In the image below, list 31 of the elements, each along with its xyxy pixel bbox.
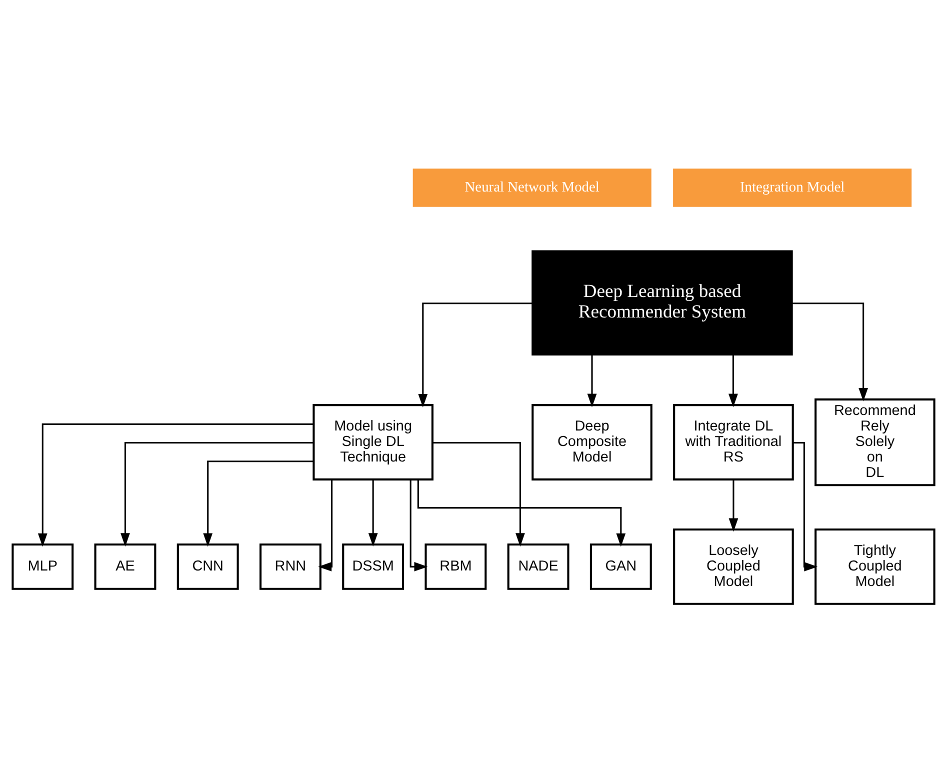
arrow: [432, 442, 525, 546]
node-box: RNN: [259, 542, 322, 590]
node-box: Integration Model: [673, 168, 912, 206]
arrow: [203, 460, 314, 546]
node-box: Tightly Coupled Model: [814, 528, 936, 604]
arrow: [418, 302, 532, 407]
node-box: DSSM: [342, 542, 404, 590]
arrow: [417, 479, 626, 546]
node-box: Neural Network Model: [412, 168, 652, 206]
node-box: Deep Learning based Recommender System: [532, 250, 793, 356]
arrow: [792, 302, 868, 401]
arrow: [793, 442, 818, 571]
node-box: NADE: [507, 542, 570, 590]
node-box: Integrate DL with Traditional RS: [673, 404, 794, 480]
node-box: RBM: [424, 542, 487, 590]
node-box: CNN: [176, 542, 239, 590]
arrow: [318, 479, 333, 571]
arrow: [728, 479, 738, 532]
arrow: [410, 479, 428, 571]
node-box: Recommend Rely Solely on DL: [814, 398, 936, 486]
arrow: [120, 442, 314, 546]
arrow: [728, 354, 738, 407]
arrow: [587, 354, 597, 407]
arrow: [368, 479, 378, 546]
node-box: Deep Composite Model: [532, 404, 652, 480]
arrow: [38, 422, 314, 546]
node-box: AE: [94, 542, 156, 590]
node-box: Loosely Coupled Model: [673, 528, 794, 604]
node-box: GAN: [590, 542, 652, 590]
node-box: Model using Single DL Technique: [312, 404, 434, 480]
node-box: MLP: [12, 542, 74, 590]
